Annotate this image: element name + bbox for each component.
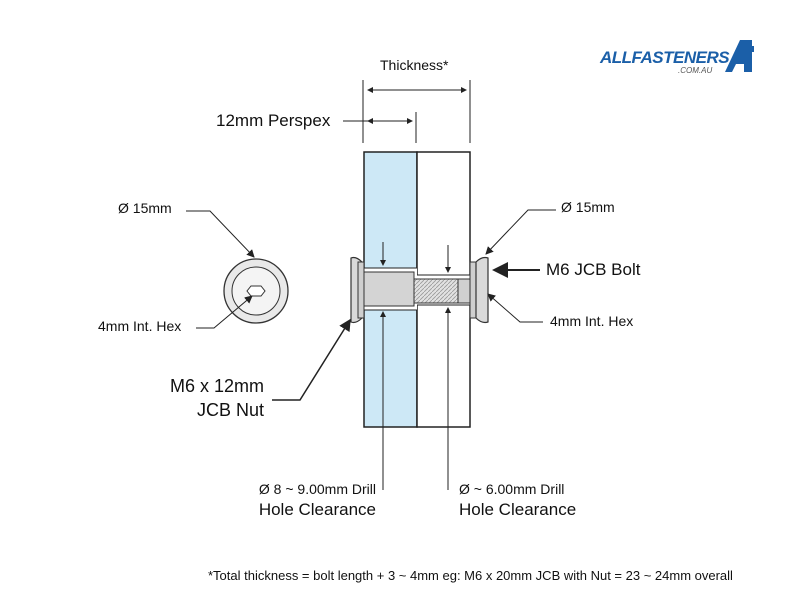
thickness-label: Thickness* — [380, 57, 449, 73]
perspex-dimension — [343, 112, 417, 143]
logo-fasteners: FASTENERS — [631, 48, 730, 67]
bolt-label: M6 JCB Bolt — [546, 260, 641, 279]
drill-leaders — [380, 242, 451, 490]
drill-left-line1: Ø 8 ~ 9.00mm Drill — [258, 481, 376, 497]
allfasteners-logo[interactable]: ALLFASTENERS — [600, 48, 730, 68]
hex-left-label: 4mm Int. Hex — [98, 318, 182, 334]
drill-right-line2: Hole Clearance — [459, 500, 577, 519]
thickness-dimension — [362, 80, 471, 143]
nut-label-line2: JCB Nut — [196, 400, 264, 420]
drill-left-line2: Hole Clearance — [258, 500, 376, 519]
jcb-bolt — [413, 256, 489, 324]
drill-right-line1: Ø ~ 6.00mm Drill — [459, 481, 565, 497]
end-view — [223, 258, 289, 324]
perspex-label: 12mm Perspex — [216, 111, 331, 130]
diameter-left-label: Ø 15mm — [118, 200, 172, 216]
af-logo-mark — [725, 40, 754, 72]
footnote: *Total thickness = bolt length + 3 ~ 4mm… — [208, 568, 733, 583]
logo-domain: .COM.AU — [678, 66, 713, 75]
nut-label-line1: M6 x 12mm — [169, 376, 264, 396]
diameter-right-label: Ø 15mm — [561, 199, 615, 215]
logo-all: ALL — [600, 48, 632, 67]
hex-right-label: 4mm Int. Hex — [550, 313, 634, 329]
jcb-nut — [350, 256, 415, 324]
